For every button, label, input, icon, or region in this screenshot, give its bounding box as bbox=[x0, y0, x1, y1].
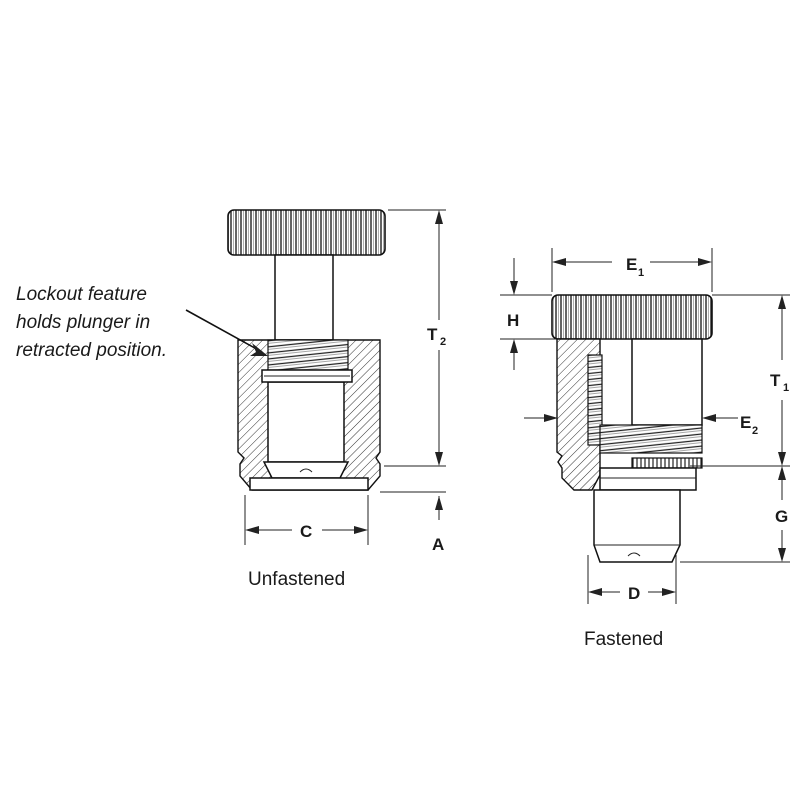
threads-fastened-upper bbox=[587, 354, 603, 446]
dim-label-d: D bbox=[628, 584, 640, 603]
plunger-tip-unfastened bbox=[262, 461, 350, 479]
dimension-a: A bbox=[380, 440, 446, 554]
annotation-line-2: holds plunger in bbox=[16, 312, 150, 333]
dim-label-a: A bbox=[432, 535, 444, 554]
inner-bore-unfastened bbox=[267, 381, 345, 463]
dim-label-e2: E bbox=[740, 413, 751, 432]
fastened-view: E 1 H T 1 bbox=[500, 248, 790, 650]
caption-fastened: Fastened bbox=[584, 629, 663, 650]
dim-label-c: C bbox=[300, 522, 312, 541]
threads-unfastened bbox=[267, 339, 349, 371]
dim-sub-t1: 1 bbox=[783, 382, 789, 394]
threads-fastened-lower bbox=[599, 424, 703, 454]
dimension-d: D bbox=[587, 555, 677, 604]
lockout-annotation: Lockout feature holds plunger in retract… bbox=[16, 284, 268, 361]
unfastened-view: T 2 A C Unfastened bbox=[227, 209, 446, 590]
knurled-knob-fastened bbox=[551, 294, 713, 340]
dim-sub-e2: 2 bbox=[752, 425, 758, 437]
leader-arrow bbox=[250, 343, 268, 356]
lower-ring-fastened bbox=[599, 467, 697, 491]
dimension-t1: T 1 bbox=[690, 294, 790, 467]
dim-sub-e1: 1 bbox=[638, 267, 644, 279]
dimension-c: C bbox=[244, 495, 369, 545]
dim-label-g: G bbox=[775, 507, 788, 526]
dim-label-h: H bbox=[507, 311, 519, 330]
dim-label-e1: E bbox=[626, 255, 637, 274]
caption-unfastened: Unfastened bbox=[248, 569, 345, 590]
protruding-pin-fastened bbox=[593, 489, 681, 563]
plunger-body-fastened bbox=[631, 338, 703, 426]
dimension-h: H bbox=[500, 258, 556, 370]
leader-line bbox=[185, 309, 263, 353]
dim-label-t2: T bbox=[427, 325, 438, 344]
knurled-knob-unfastened bbox=[227, 209, 386, 256]
dimension-g: G bbox=[680, 466, 790, 563]
dimension-t2: T 2 bbox=[384, 209, 446, 467]
dimension-e2: E 2 bbox=[524, 413, 758, 437]
base-lip-unfastened bbox=[249, 477, 369, 491]
annotation-line-3: retracted position. bbox=[16, 340, 167, 361]
dimension-e1: E 1 bbox=[551, 248, 713, 292]
plunger-shaft-unfastened bbox=[274, 254, 334, 341]
dim-label-t1: T bbox=[770, 371, 781, 390]
dim-sub-t2: 2 bbox=[440, 336, 446, 348]
annotation-line-1: Lockout feature bbox=[16, 284, 147, 305]
